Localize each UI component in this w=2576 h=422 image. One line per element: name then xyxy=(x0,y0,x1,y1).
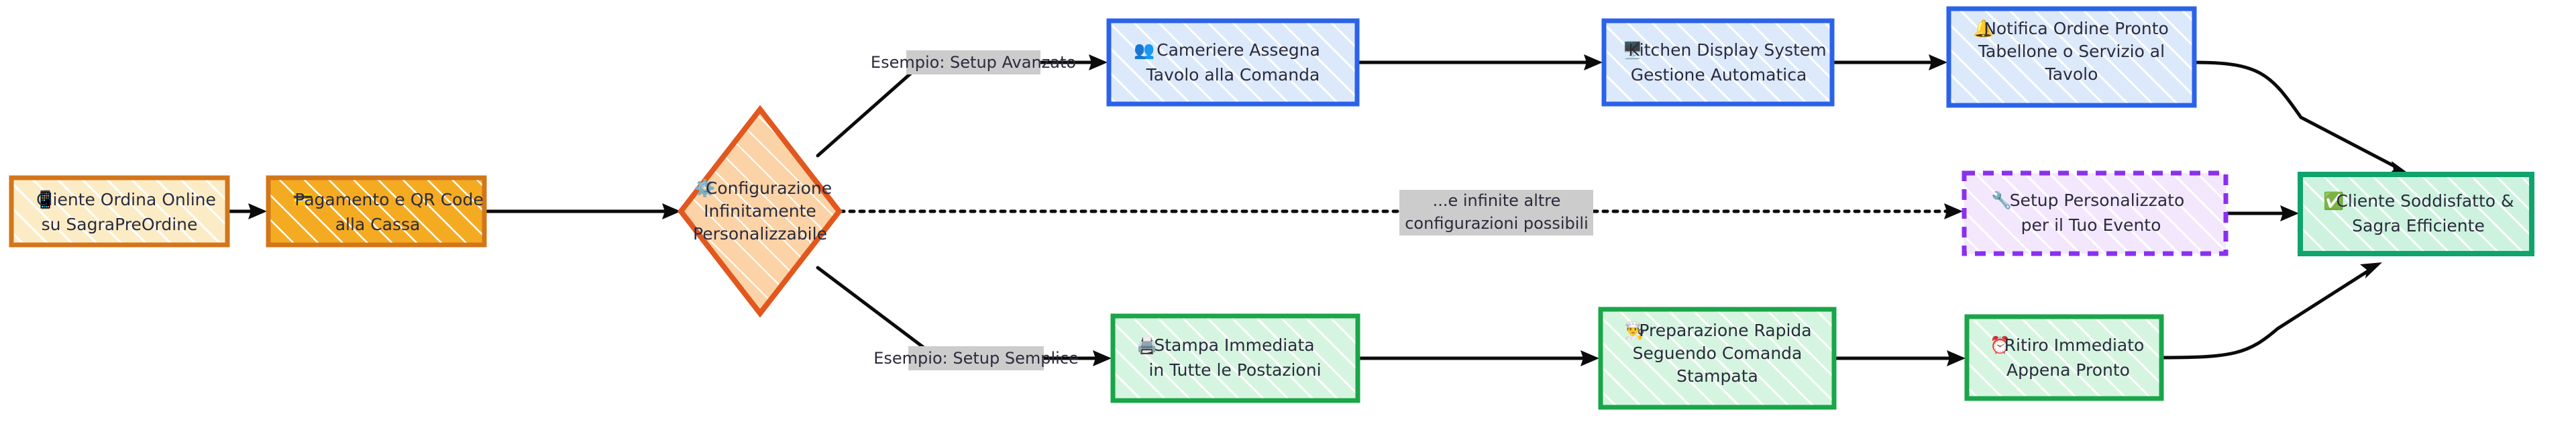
node-label-line1: Configurazione xyxy=(706,178,832,198)
node-cliente-soddisfatto[interactable]: ✅ Cliente Soddisfatto & Sagra Efficiente xyxy=(2298,172,2534,256)
node-kitchen-display[interactable]: 🖥️ Kitchen Display System Gestione Autom… xyxy=(1601,18,1835,107)
node-shape xyxy=(677,105,843,318)
edge-cameriere-to-kitchen xyxy=(1356,54,1603,70)
node-label-line2: Infinitamente xyxy=(704,201,816,221)
edges-layer xyxy=(227,54,2409,366)
node-ritiro-immediato[interactable]: ⏰ Ritiro Immediato Appena Pronto xyxy=(1964,314,2164,401)
node-shape xyxy=(1601,18,1835,107)
node-label-line3: Tavolo xyxy=(2045,64,2098,84)
node-label-line2: in Tutte le Postazioni xyxy=(1148,360,1321,380)
edge-notifica-to-cliente-soddisfatto xyxy=(2194,60,2409,176)
node-shape xyxy=(1946,6,2197,108)
node-label-line1: Setup Personalizzato xyxy=(2010,191,2185,210)
edge-label-text-line1: ...e infinite altre xyxy=(1433,191,1561,210)
node-label-line2: Appena Pronto xyxy=(2006,360,2130,380)
edge-label-setup-avanzato: Esempio: Setup Avanzato xyxy=(871,50,1076,74)
edge-setup-personalizzato-to-cliente-soddisfatto xyxy=(2225,205,2299,221)
node-shape xyxy=(9,175,230,248)
node-label-line1: Cameriere Assegna xyxy=(1157,40,1320,60)
node-configurazione[interactable]: ⚙️ Configurazione Infinitamente Personal… xyxy=(677,105,843,318)
node-label-line3: Stampata xyxy=(1676,366,1758,386)
node-shape xyxy=(1964,314,2164,401)
node-label-line1: Preparazione Rapida xyxy=(1639,321,1811,340)
printer-icon: 🖨️ xyxy=(1136,335,1157,355)
node-shape xyxy=(1106,18,1360,107)
edge-kitchen-to-notifica xyxy=(1831,54,1947,70)
node-shape xyxy=(2298,172,2534,256)
node-label-line1: Ritiro Immediato xyxy=(2004,335,2145,355)
edge-pagamento-to-configurazione xyxy=(484,203,681,219)
check-mark-button-icon: ✅ xyxy=(2323,191,2344,211)
edge-label-setup-semplice: Esempio: Setup Semplice xyxy=(873,346,1079,370)
edge-cliente-ordina-to-pagamento xyxy=(227,203,267,219)
edge-label-text: Esempio: Setup Avanzato xyxy=(871,53,1076,72)
busts-in-silhouette-icon: 👥 xyxy=(1134,40,1155,60)
node-label-line2: per il Tuo Evento xyxy=(2021,215,2161,235)
node-shape xyxy=(1110,313,1360,403)
node-label-line2: su SagraPreOrdine xyxy=(42,215,198,234)
node-preparazione-rapida[interactable]: 👨‍🍳 Preparazione Rapida Seguendo Comanda… xyxy=(1598,307,1837,410)
mobile-phone-icon: 📱 xyxy=(35,190,56,209)
node-label-line2: Sagra Efficiente xyxy=(2352,216,2485,235)
edge-label-text: Esempio: Setup Semplice xyxy=(873,349,1079,368)
node-notifica-ordine[interactable]: 🔔 Notifica Ordine Pronto Tabellone o Ser… xyxy=(1946,6,2197,108)
credit-card-icon: 💳 xyxy=(292,190,313,209)
node-shape xyxy=(266,175,487,248)
edge-configurazione-to-cameriere xyxy=(816,54,1108,158)
cook-icon: 👨‍🍳 xyxy=(1624,321,1645,340)
node-label-line2: Tavolo alla Comanda xyxy=(1146,65,1320,85)
node-shape xyxy=(1962,170,2229,256)
desktop-computer-icon: 🖥️ xyxy=(1622,40,1643,60)
node-label-line1: Notifica Ordine Pronto xyxy=(1984,19,2169,38)
edge-preparazione-to-ritiro xyxy=(1833,350,1966,366)
node-pagamento-qr[interactable]: 💳 Pagamento e QR Code alla Cassa xyxy=(266,175,487,248)
node-label-line2: alla Cassa xyxy=(335,215,421,234)
node-label-line2: Seguendo Comanda xyxy=(1633,344,1803,363)
bell-icon: 🔔 xyxy=(1973,19,1994,38)
edge-stampa-to-preparazione xyxy=(1357,350,1599,366)
edge-labels-layer: Esempio: Setup Avanzato ...e infinite al… xyxy=(871,50,1593,370)
node-label-line1: Cliente Soddisfatto & xyxy=(2336,191,2514,211)
gear-icon: ⚙️ xyxy=(694,178,715,198)
nodes-layer: 📱 Cliente Ordina Online su SagraPreOrdin… xyxy=(9,6,2534,410)
node-cliente-ordina[interactable]: 📱 Cliente Ordina Online su SagraPreOrdin… xyxy=(9,175,230,248)
edge-ritiro-to-cliente-soddisfatto xyxy=(2161,262,2382,360)
node-shape xyxy=(1598,307,1837,410)
alarm-clock-icon: ⏰ xyxy=(1990,335,2010,355)
node-label-line2: Gestione Automatica xyxy=(1631,65,1807,85)
node-label-line2: Tabellone o Servizio al xyxy=(1978,42,2165,61)
node-label-line1: Stampa Immediata xyxy=(1154,335,1314,355)
edge-label-infinite-configurazioni: ...e infinite altre configurazioni possi… xyxy=(1399,190,1593,235)
node-setup-personalizzato[interactable]: 🔧 Setup Personalizzato per il Tuo Evento xyxy=(1962,170,2229,256)
node-label-line1: Pagamento e QR Code xyxy=(294,190,483,209)
node-label-line3: Personalizzabile xyxy=(693,224,827,244)
edge-configurazione-to-stampa xyxy=(816,266,1112,366)
edge-label-text-line2: configurazioni possibili xyxy=(1405,214,1589,233)
node-stampa-immediata[interactable]: 🖨️ Stampa Immediata in Tutte le Postazio… xyxy=(1110,313,1360,403)
edge-configurazione-to-setup-personalizzato xyxy=(838,203,1963,219)
node-label-line1: Cliente Ordina Online xyxy=(36,190,216,209)
node-label-line1: Kitchen Display System xyxy=(1628,40,1826,60)
node-cameriere-assegna[interactable]: 👥 Cameriere Assegna Tavolo alla Comanda xyxy=(1106,18,1360,107)
wrench-icon: 🔧 xyxy=(1991,190,2012,210)
